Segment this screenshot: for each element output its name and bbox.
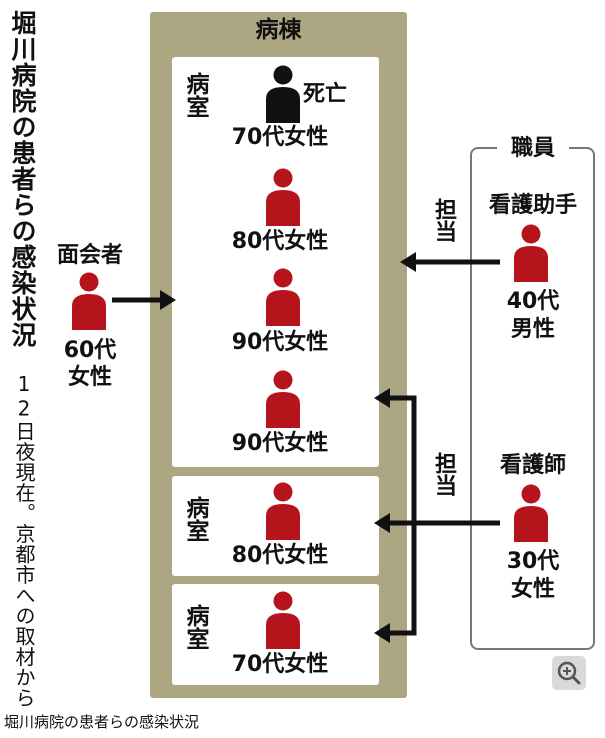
person-icon [72,272,106,330]
person-icon [266,370,300,428]
responsibility-label: 担当 [431,198,456,242]
staff-sex: 男性 [510,317,555,342]
ward-label: 病棟 [255,17,302,43]
patient-desc: 90代女性 [231,431,329,456]
patient-desc: 70代女性 [231,125,329,150]
visitor-role: 面会者 [56,243,123,268]
zoom-button[interactable] [552,656,586,690]
room-1-label: 病室 [182,72,208,118]
staff-title: 職員 [497,136,569,162]
person-icon [266,268,300,326]
staff-role: 看護助手 [488,193,577,218]
person-icon [514,484,548,542]
person-icon [266,591,300,649]
staff-role: 看護師 [499,453,566,478]
responsibility-label: 担当 [431,452,456,496]
patient-desc: 90代女性 [231,330,329,355]
patient-desc: 80代女性 [231,543,329,568]
room-3-label: 病室 [182,604,208,650]
visitor-sex: 女性 [67,365,112,390]
patient-desc: 80代女性 [231,229,329,254]
zoom-in-icon [557,661,581,685]
person-icon [266,168,300,226]
diagram-subtitle: 12日夜現在。京都市への取材から [12,372,36,708]
staff-sex: 女性 [510,577,555,602]
image-caption: 堀川病院の患者らの感染状況 [4,713,200,731]
person-icon [266,482,300,540]
patient-desc: 70代女性 [231,652,329,677]
person-icon [266,65,300,123]
room-2-label: 病室 [182,496,208,542]
diagram-title: 堀川病院の患者らの感染状況 [8,10,37,348]
staff-age: 30代 [506,549,560,574]
visitor-age: 60代 [63,338,117,363]
staff-age: 40代 [506,289,560,314]
person-icon [514,224,548,282]
deceased-label: 死亡 [303,82,348,107]
